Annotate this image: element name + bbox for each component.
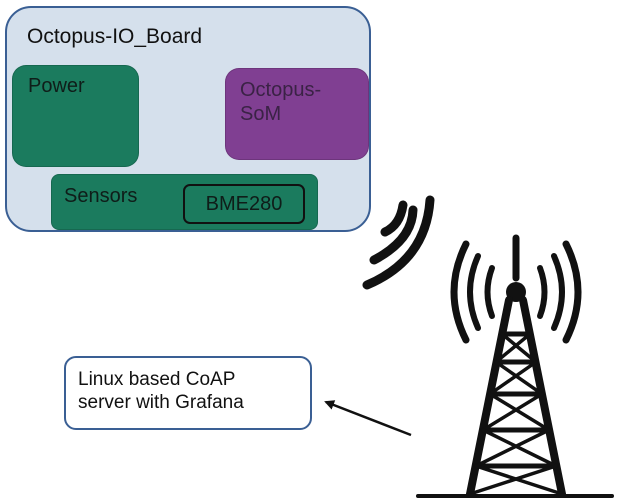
wireless-signal-icon [362, 195, 435, 290]
uplink-arrow [324, 400, 412, 437]
sensors-label: Sensors [64, 185, 138, 207]
power-label: Power [28, 75, 85, 97]
sensors-block: Sensors BME280 [51, 174, 318, 230]
coap-server-callout: Linux based CoAP server with Grafana [64, 356, 312, 430]
octopus-som-block: Octopus- SoM [225, 68, 369, 160]
som-label-line1: Octopus- [240, 79, 322, 101]
som-label: Octopus- SoM [240, 79, 360, 126]
radio-tower-icon [416, 234, 614, 498]
som-label-line2: SoM [240, 102, 282, 125]
power-block: Power [12, 65, 139, 167]
server-line2: server with Grafana [78, 392, 244, 414]
octopus-io-board: Octopus-IO_Board Power Octopus- SoM Sens… [5, 6, 371, 232]
server-line1: Linux based CoAP [78, 369, 236, 390]
board-title: Octopus-IO_Board [27, 25, 203, 48]
bme280-sensor: BME280 [183, 184, 305, 224]
